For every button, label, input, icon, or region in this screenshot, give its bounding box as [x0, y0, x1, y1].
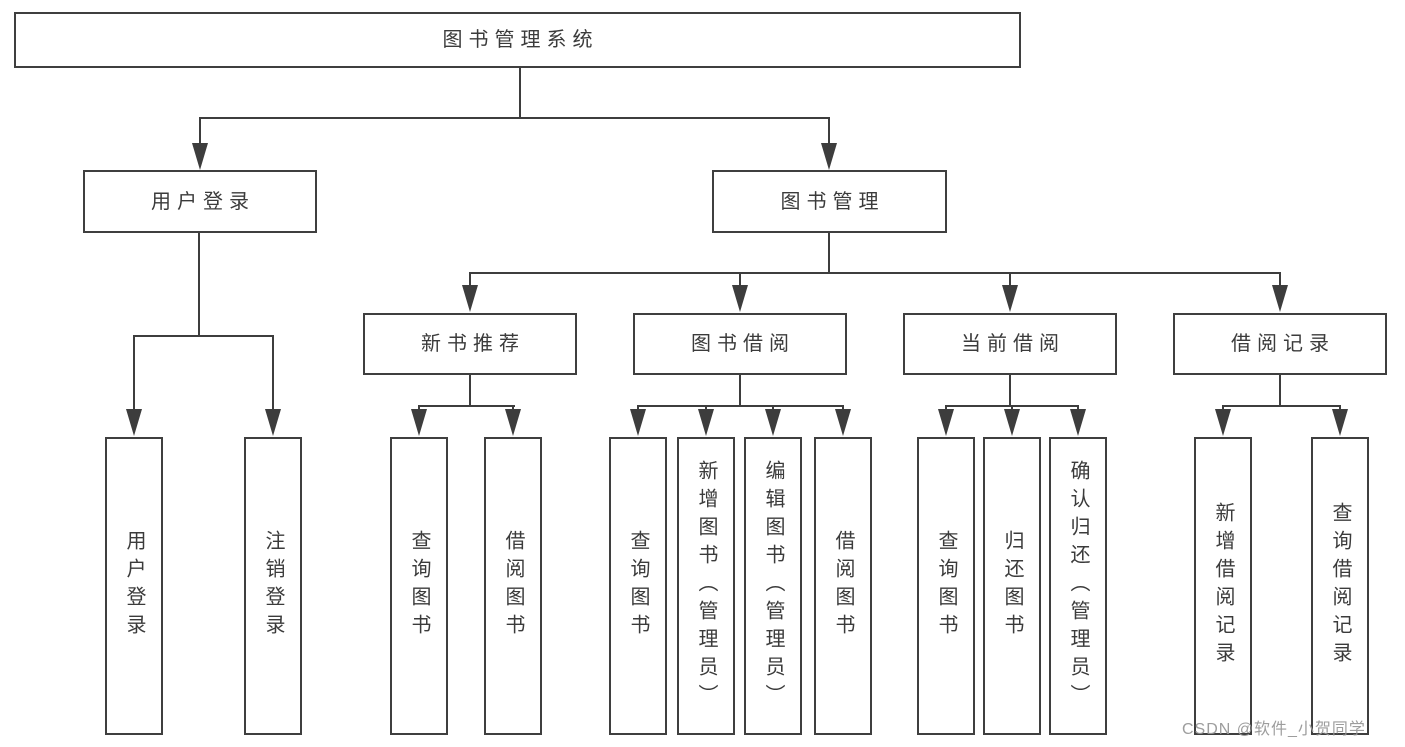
node-label: 用户登录 — [151, 190, 255, 213]
connector — [519, 66, 521, 118]
connector — [1279, 375, 1281, 407]
connector — [469, 272, 471, 286]
arrowhead — [835, 409, 851, 436]
leaf-label: 确认归还（管理员） — [1067, 460, 1089, 712]
arrowhead — [1332, 409, 1348, 436]
connector — [133, 335, 274, 337]
leaf-user-login: 用户登录 — [105, 437, 163, 735]
connector — [1222, 405, 1341, 407]
arrowhead — [1002, 285, 1018, 312]
node-new-book-recommend: 新书推荐 — [363, 313, 577, 375]
arrowhead — [1272, 285, 1288, 312]
arrowhead — [126, 409, 142, 436]
arrowhead — [1070, 409, 1086, 436]
leaf-label: 查询图书 — [408, 530, 430, 642]
leaf-label: 查询图书 — [627, 530, 649, 642]
connector — [199, 117, 201, 145]
arrowhead — [265, 409, 281, 436]
leaf-query-books-borrowing: 查询图书 — [609, 437, 667, 735]
arrowhead — [1004, 409, 1020, 436]
leaf-query-borrow-record: 查询借阅记录 — [1311, 437, 1369, 735]
arrowhead — [462, 285, 478, 312]
connector — [828, 117, 830, 145]
leaf-confirm-return-admin: 确认归还（管理员） — [1049, 437, 1107, 735]
connector — [198, 233, 200, 337]
arrowhead — [411, 409, 427, 436]
connector — [133, 335, 135, 411]
arrowhead — [1215, 409, 1231, 436]
csdn-watermark: CSDN @软件_小贺同学 — [1182, 721, 1366, 738]
arrowhead — [505, 409, 521, 436]
connector — [739, 375, 741, 407]
leaf-borrow-books-recommend: 借阅图书 — [484, 437, 542, 735]
leaf-label: 用户登录 — [123, 530, 145, 642]
node-library-management-system: 图书管理系统 — [14, 12, 1021, 68]
leaf-query-books-recommend: 查询图书 — [390, 437, 448, 735]
connector — [637, 405, 844, 407]
leaf-label: 编辑图书（管理员） — [762, 460, 784, 712]
connector — [469, 272, 1281, 274]
leaf-label: 借阅图书 — [832, 530, 854, 642]
leaf-query-books-current: 查询图书 — [917, 437, 975, 735]
connector — [469, 375, 471, 407]
connector — [1009, 375, 1011, 407]
leaf-edit-books-admin: 编辑图书（管理员） — [744, 437, 802, 735]
leaf-return-books: 归还图书 — [983, 437, 1041, 735]
leaf-label: 归还图书 — [1001, 530, 1023, 642]
connector — [272, 335, 274, 411]
leaf-label: 查询图书 — [935, 530, 957, 642]
node-label: 借阅记录 — [1231, 333, 1335, 355]
leaf-add-books-admin: 新增图书（管理员） — [677, 437, 735, 735]
connector — [199, 117, 830, 119]
leaf-logout: 注销登录 — [244, 437, 302, 735]
node-current-borrowing: 当前借阅 — [903, 313, 1117, 375]
connector — [739, 272, 741, 286]
node-borrowing-records: 借阅记录 — [1173, 313, 1387, 375]
connector — [418, 405, 515, 407]
arrowhead — [630, 409, 646, 436]
node-label: 图书管理 — [780, 190, 885, 213]
node-user-login: 用户登录 — [83, 170, 317, 233]
arrowhead — [821, 143, 837, 170]
node-label: 图书管理系统 — [442, 29, 599, 51]
node-book-management: 图书管理 — [712, 170, 947, 233]
leaf-label: 新增图书（管理员） — [695, 460, 717, 712]
arrowhead — [938, 409, 954, 436]
leaf-label: 新增借阅记录 — [1212, 502, 1234, 670]
leaf-add-borrow-record: 新增借阅记录 — [1194, 437, 1252, 735]
node-label: 当前借阅 — [961, 333, 1065, 355]
arrowhead — [698, 409, 714, 436]
arrowhead — [732, 285, 748, 312]
connector — [1279, 272, 1281, 286]
node-label: 新书推荐 — [421, 333, 525, 355]
connector — [1009, 272, 1011, 286]
leaf-label: 查询借阅记录 — [1329, 502, 1351, 670]
leaf-label: 借阅图书 — [502, 530, 524, 642]
node-book-borrowing: 图书借阅 — [633, 313, 847, 375]
arrowhead — [192, 143, 208, 170]
node-label: 图书借阅 — [691, 333, 795, 355]
connector — [828, 233, 830, 274]
arrowhead — [765, 409, 781, 436]
leaf-borrow-books: 借阅图书 — [814, 437, 872, 735]
leaf-label: 注销登录 — [262, 530, 284, 642]
